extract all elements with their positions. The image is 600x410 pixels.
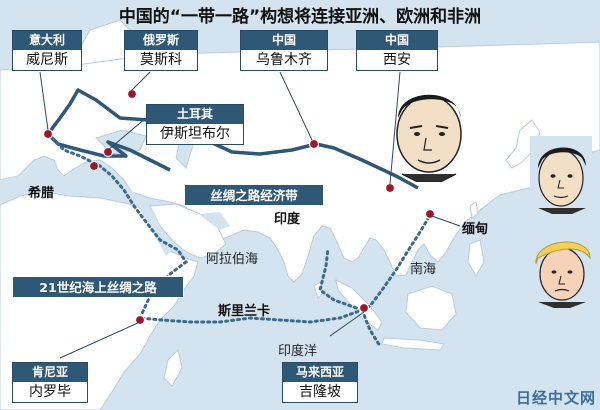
city-dot-venice xyxy=(42,128,54,140)
label-moscow-city: 莫斯科 xyxy=(125,50,197,70)
label-venice-city: 威尼斯 xyxy=(13,50,81,70)
land-route-label: 丝绸之路经济带 xyxy=(184,184,324,206)
persian-gulf xyxy=(200,212,230,230)
label-kualalumpur-city: 吉隆坡 xyxy=(283,382,357,402)
watermark-text: 日经中文网 xyxy=(515,389,596,407)
label-xian: 中国 西安 xyxy=(356,30,438,71)
label-xian-country: 中国 xyxy=(357,31,437,50)
sea-route-line xyxy=(48,134,434,348)
label-nairobi-city: 内罗毕 xyxy=(13,382,87,402)
city-dot-istanbul xyxy=(102,146,114,158)
africa-land xyxy=(0,191,199,410)
city-dot-nairobi xyxy=(134,314,146,326)
madagascar-land xyxy=(163,349,183,387)
label-xian-city: 西安 xyxy=(357,50,437,70)
city-dot-urumqi xyxy=(308,138,320,150)
caricature-face-xi xyxy=(396,94,462,182)
label-istanbul: 土耳其 伊斯坦布尔 xyxy=(146,104,244,145)
japan-land xyxy=(505,119,541,169)
taiwan-land xyxy=(469,201,479,219)
label-nairobi-country: 肯尼亚 xyxy=(13,363,87,382)
map-title: 中国的“一带一路”构想将连接亚洲、欧洲和非洲 xyxy=(118,7,482,27)
arabia-land xyxy=(149,203,227,259)
label-connectors xyxy=(39,71,461,359)
place-arabian-sea: 阿拉伯海 xyxy=(206,252,259,267)
place-myanmar: 缅甸 xyxy=(462,222,489,237)
city-dot-kualalumpur xyxy=(358,302,370,314)
city-dot-greece xyxy=(88,160,100,172)
label-venice-country: 意大利 xyxy=(13,31,81,50)
label-kualalumpur-country: 马来西亚 xyxy=(283,363,357,382)
city-dot-moscow xyxy=(126,88,138,100)
label-urumqi: 中国 乌鲁木齐 xyxy=(240,30,328,71)
label-moscow-country: 俄罗斯 xyxy=(125,31,197,50)
philippines-land xyxy=(467,239,485,278)
label-moscow: 俄罗斯 莫斯科 xyxy=(124,30,198,71)
place-sri-lanka: 斯里兰卡 xyxy=(218,304,271,319)
label-istanbul-country: 土耳其 xyxy=(147,105,243,124)
label-venice: 意大利 威尼斯 xyxy=(12,30,82,71)
mediterranean-sea xyxy=(0,164,136,200)
caricature-face-trump xyxy=(530,228,594,308)
label-urumqi-country: 中国 xyxy=(241,31,327,50)
label-nairobi: 肯尼亚 内罗毕 xyxy=(12,362,88,403)
java-land xyxy=(381,337,445,351)
place-greece: 希腊 xyxy=(28,186,55,201)
place-india: 印度 xyxy=(274,212,301,227)
place-indian-ocean: 印度洋 xyxy=(278,344,318,359)
sea-route-label: 21世纪海上丝绸之路 xyxy=(12,276,184,298)
sumatra-land xyxy=(335,279,383,331)
borneo-land xyxy=(405,285,457,331)
city-dot-guangzhou xyxy=(424,208,436,220)
caricature-face-abe xyxy=(530,136,592,214)
label-istanbul-city: 伊斯坦布尔 xyxy=(147,124,243,144)
label-kualalumpur: 马来西亚 吉隆坡 xyxy=(282,362,358,403)
label-urumqi-city: 乌鲁木齐 xyxy=(241,50,327,70)
place-south-china-sea: 南海 xyxy=(410,262,437,277)
city-dot-xian xyxy=(384,182,396,194)
